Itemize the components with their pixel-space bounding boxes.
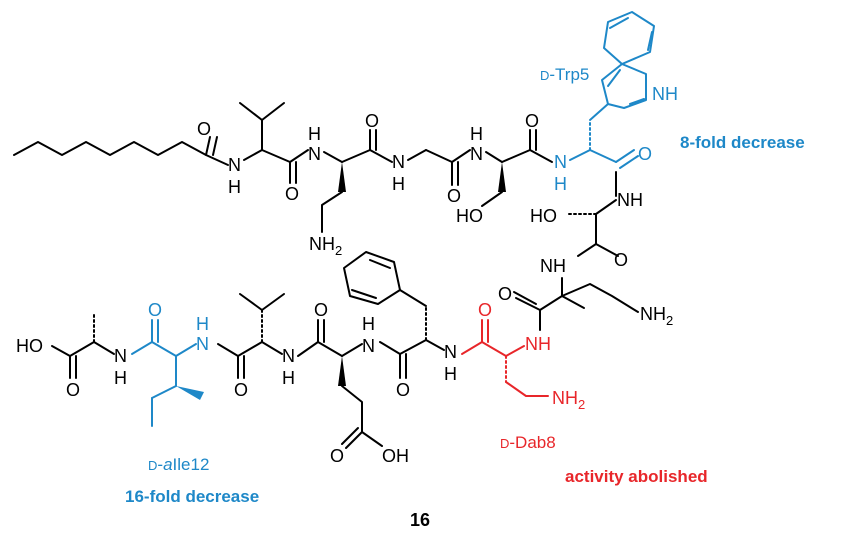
dab8-residue: [461, 319, 549, 397]
trp5-label: D-Trp5: [540, 65, 589, 84]
ile12-h: H: [196, 314, 209, 334]
dab2-n: N: [308, 144, 321, 164]
phe7-residue: [343, 251, 445, 379]
dab2-carbonyl-o: O: [365, 111, 379, 131]
dab2-nh2: NH2: [309, 234, 342, 258]
dab9-residue: [513, 277, 639, 331]
dab9-nh2: NH2: [640, 304, 673, 328]
dab8-effect: activity abolished: [565, 467, 708, 486]
val-h: H: [282, 368, 295, 388]
dab8-nh: NH: [525, 334, 551, 354]
glu-acid-oh: OH: [382, 446, 409, 466]
trp5-h: H: [554, 174, 567, 194]
dab8-label: D-Dab8: [500, 433, 556, 452]
val-lower-carbonyl-o: O: [234, 380, 248, 400]
val1-n: N: [228, 155, 241, 175]
glu-acid-o: O: [330, 446, 344, 466]
trp5-effect: 8-fold decrease: [680, 133, 805, 152]
trp5-indole-nh: NH: [652, 84, 678, 104]
ile12-residue: [131, 319, 204, 427]
dab8-carbonyl-o: O: [478, 300, 492, 320]
ser4-ho: HO: [456, 206, 483, 226]
ser4-n: N: [470, 144, 483, 164]
glu-carbonyl-o: O: [314, 300, 328, 320]
thr-residue: [565, 171, 619, 257]
gly3-n: N: [392, 152, 405, 172]
thr-ho: HO: [530, 206, 557, 226]
glu6-h: H: [362, 314, 375, 334]
ala-carbonyl-o: O: [66, 380, 80, 400]
dab9-carbonyl-o: O: [498, 284, 512, 304]
octanoyl-tail: [13, 136, 229, 166]
ser4-carbonyl-o: O: [525, 111, 539, 131]
val1-h: H: [228, 177, 241, 197]
tail-carbonyl-o: O: [197, 119, 211, 139]
gly3-carbonyl-o: O: [447, 186, 461, 206]
gly3-residue: [407, 149, 471, 186]
ala-residue: [51, 311, 115, 379]
ser4-residue: [481, 129, 553, 207]
ala-h: H: [114, 368, 127, 388]
ile12-carbonyl-o: O: [148, 300, 162, 320]
gly3-h: H: [392, 174, 405, 194]
ala-n: N: [114, 346, 127, 366]
dab2-residue: [321, 129, 393, 233]
thr-nh: NH: [617, 190, 643, 210]
phe7-n: N: [444, 342, 457, 362]
thr-carbonyl-o: O: [614, 250, 628, 270]
ser4-h: H: [470, 124, 483, 144]
glu6-n: N: [362, 336, 375, 356]
phe7-h: H: [444, 364, 457, 384]
dab9-nh: NH: [540, 256, 566, 276]
dab8-nh2: NH2: [552, 388, 585, 412]
val-n: N: [282, 346, 295, 366]
val-lower-residue: [217, 293, 285, 379]
ile12-n: N: [196, 334, 209, 354]
trp5-n: N: [554, 152, 567, 172]
trp5-residue: [569, 11, 655, 169]
glu-residue: [297, 319, 383, 449]
ile12-label: D-aIle12: [148, 455, 209, 474]
ile12-effect: 16-fold decrease: [125, 487, 259, 506]
dab2-h: H: [308, 124, 321, 144]
val1-residue: [239, 102, 309, 184]
trp5-carbonyl-o: O: [638, 144, 652, 164]
ala-ho: HO: [16, 336, 43, 356]
compound-number: 16: [410, 510, 430, 530]
val1-carbonyl-o: O: [285, 184, 299, 204]
phe7-carbonyl-o: O: [396, 380, 410, 400]
